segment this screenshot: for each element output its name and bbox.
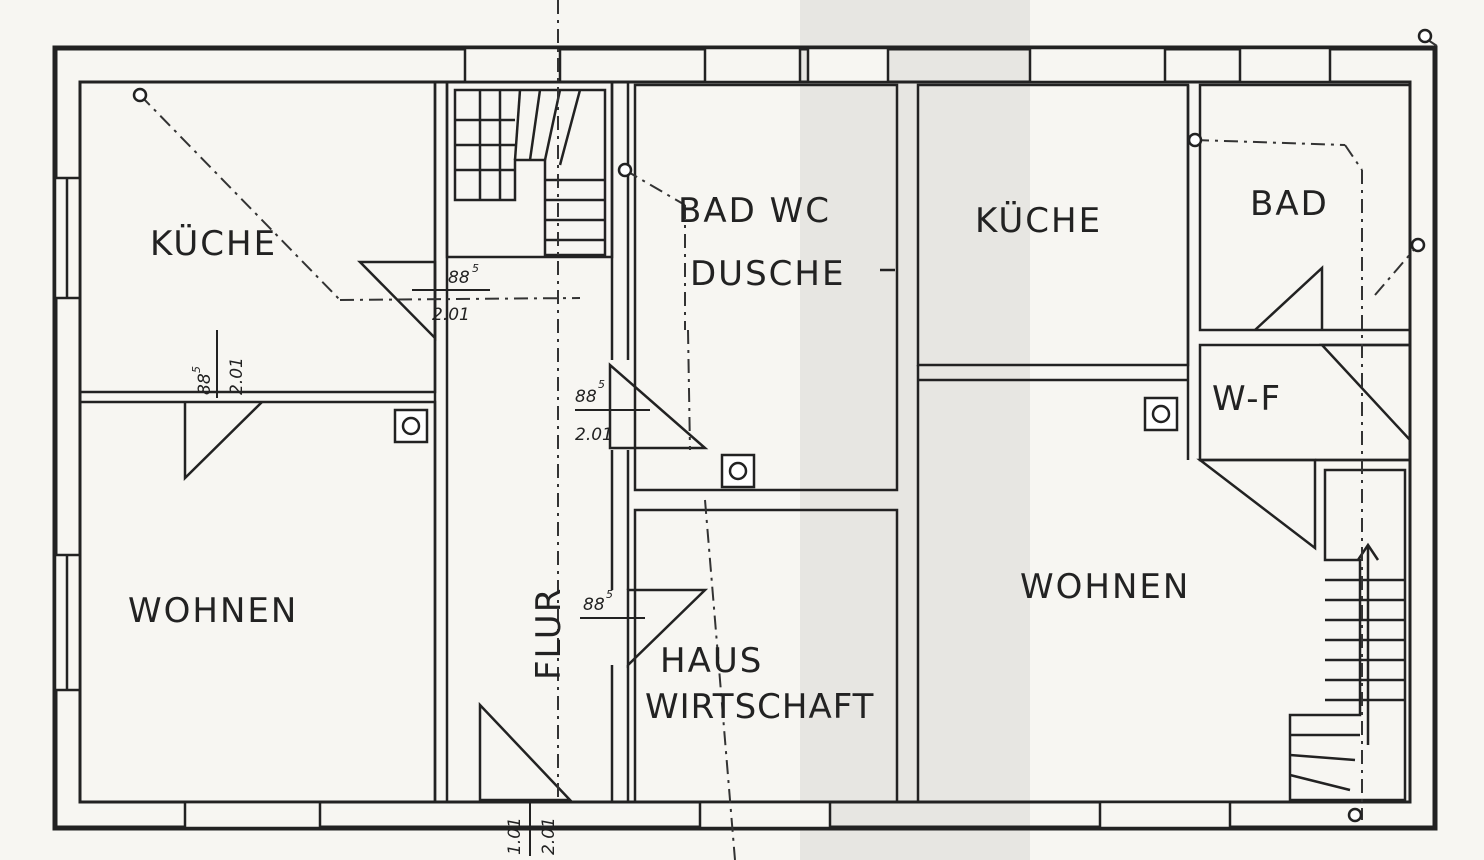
dim-4-width: 88	[583, 595, 605, 615]
room-wohnen-left: WOHNEN	[128, 591, 298, 631]
dim-3-sup: 5	[598, 378, 605, 391]
room-haus: HAUS	[660, 641, 763, 681]
dim-5-height: 2.01	[539, 817, 559, 855]
room-kueche-right: KÜCHE	[975, 200, 1102, 241]
dim-2-width: 88	[195, 373, 215, 395]
dimension-2: 88 5 2.01	[190, 330, 247, 398]
dim-1-sup: 5	[472, 262, 479, 275]
room-wohnen-right: WOHNEN	[1020, 567, 1190, 607]
dim-2-height: 2.01	[227, 357, 247, 395]
service-lines	[139, 0, 1441, 860]
windows-left	[53, 176, 82, 692]
dimension-1: 88 5 2.01	[412, 262, 490, 325]
dimension-4: 88 5	[580, 588, 645, 619]
dim-1-height: 2.01	[432, 305, 470, 325]
doors	[183, 260, 1412, 802]
dimension-5: 1.01 2.01	[505, 800, 559, 856]
stairs-left	[453, 88, 607, 257]
scan-shadow	[800, 0, 1030, 860]
dim-4-sup: 5	[606, 588, 613, 601]
room-bad-wc: BAD WC	[678, 191, 831, 231]
dimension-3: 88 5 2.01	[575, 378, 650, 445]
dim-2-sup: 5	[190, 366, 203, 373]
room-bad-right: BAD	[1250, 184, 1329, 224]
dim-5-width: 1.01	[505, 817, 525, 855]
room-wf: W-F	[1212, 379, 1282, 419]
stairs-right	[1288, 468, 1407, 802]
room-flur: FLUR	[529, 587, 569, 680]
room-wirtschaft: WIRTSCHAFT	[645, 687, 874, 727]
chimneys	[393, 396, 1179, 489]
windows-top	[463, 46, 1332, 84]
markers	[132, 28, 1433, 823]
dim-3-height: 2.01	[575, 425, 613, 445]
dim-3-width: 88	[575, 387, 597, 407]
dim-1-width: 88	[448, 268, 470, 288]
room-kueche-left: KÜCHE	[150, 223, 277, 264]
room-dusche: DUSCHE	[690, 254, 845, 294]
interior-walls	[78, 80, 1412, 804]
windows-bottom	[183, 800, 1232, 830]
